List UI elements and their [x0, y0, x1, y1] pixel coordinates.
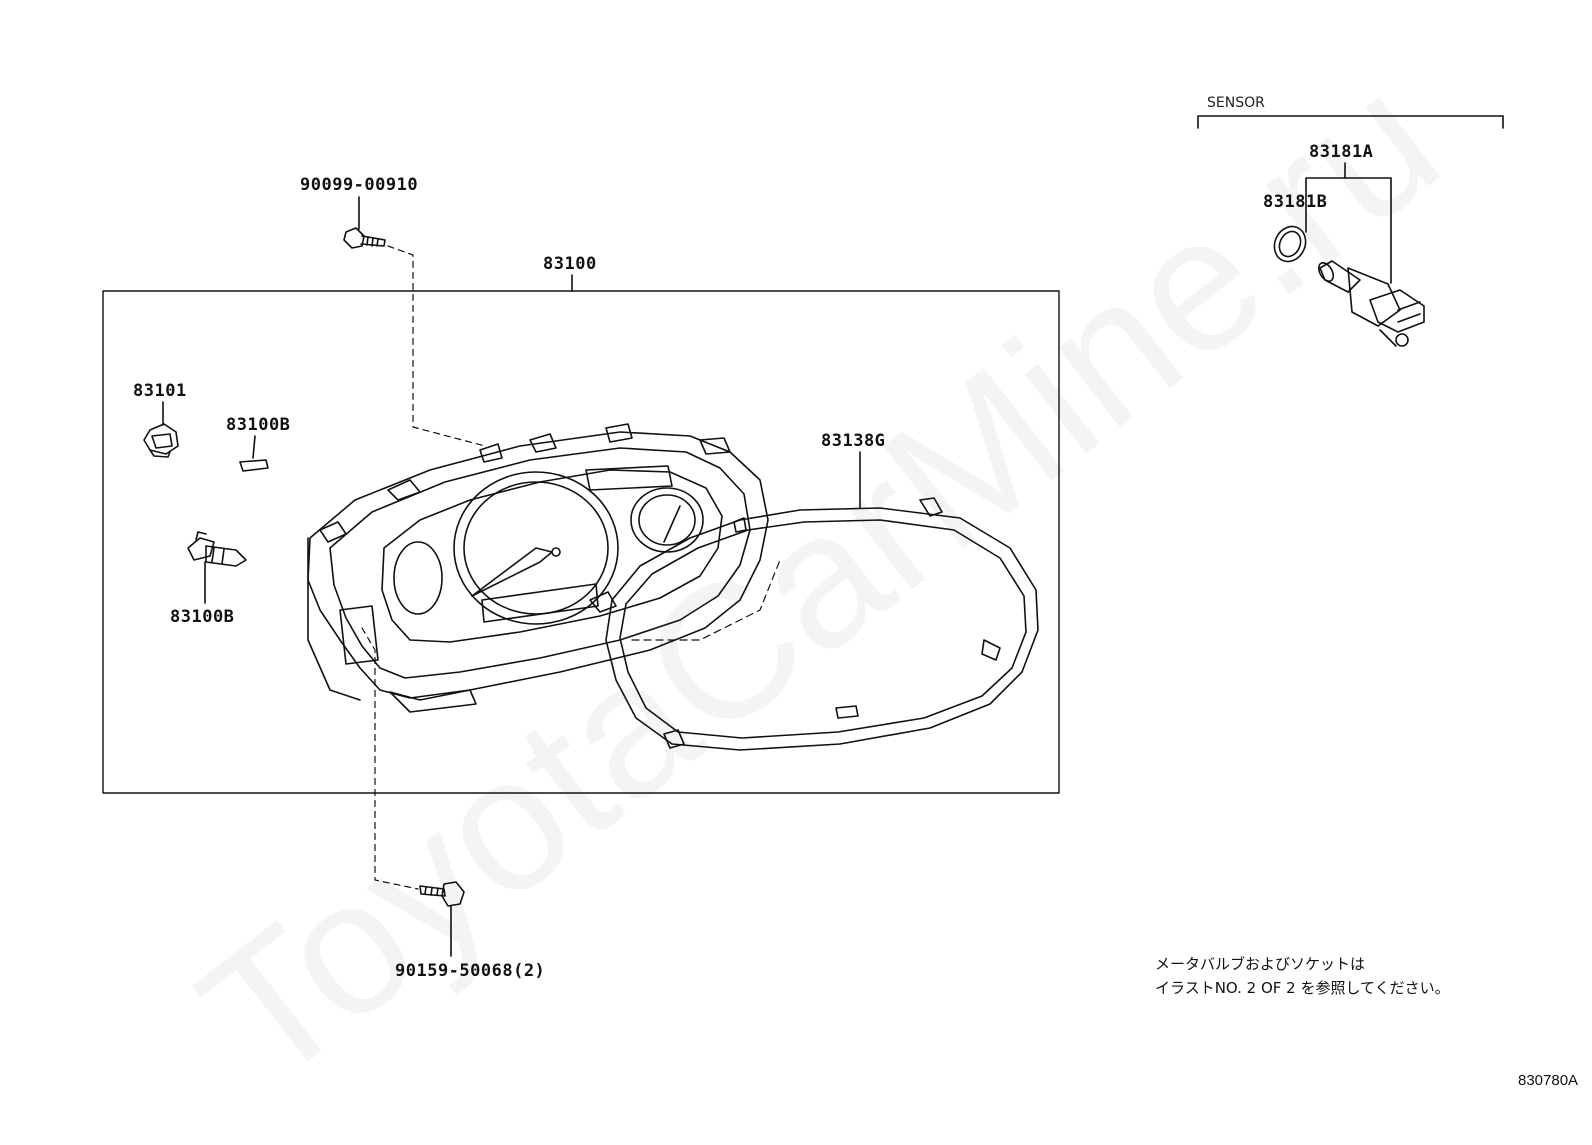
label-83181b: 83181B [1263, 192, 1328, 212]
label-90159-50068: 90159-50068(2) [395, 961, 546, 981]
o-ring-83181b [1273, 225, 1307, 263]
screw-top [343, 227, 386, 249]
sensor-group-title: SENSOR [1207, 95, 1265, 111]
socket-assembly-83100b [187, 531, 247, 567]
reference-note-line-2: イラストNO. 2 OF 2 を参照してください。 [1155, 979, 1450, 997]
reference-note: メータバルブおよびソケットは イラストNO. 2 OF 2 を参照してください。 [1155, 952, 1450, 1000]
label-83100b-socket: 83100B [170, 607, 235, 627]
combination-meter-83100 [307, 423, 769, 713]
meter-glass-83138g [589, 497, 1039, 751]
label-83181a: 83181A [1309, 142, 1374, 162]
sensor-bracket [1197, 115, 1504, 129]
dashed-guide-top [387, 245, 486, 447]
combination-meter-group-frame [102, 290, 1060, 794]
screw-bottom [419, 881, 465, 907]
label-83100: 83100 [543, 254, 597, 274]
leader-83181a-branches [1305, 177, 1392, 284]
dashed-guide-bottom [361, 627, 419, 890]
speed-sensor-83181a [1317, 260, 1425, 347]
parts-diagram [102, 115, 1504, 957]
bulb-83100b [239, 459, 269, 472]
label-83100b-bulb: 83100B [226, 415, 291, 435]
leader-83100b-bulb [252, 435, 256, 459]
label-90099-00910: 90099-00910 [300, 175, 419, 195]
bulb-socket-83101 [143, 423, 179, 458]
reference-note-line-1: メータバルブおよびソケットは [1155, 955, 1366, 973]
diagram-code: 830780A [1518, 1072, 1579, 1089]
label-83101: 83101 [133, 381, 187, 401]
label-83138g: 83138G [821, 431, 886, 451]
